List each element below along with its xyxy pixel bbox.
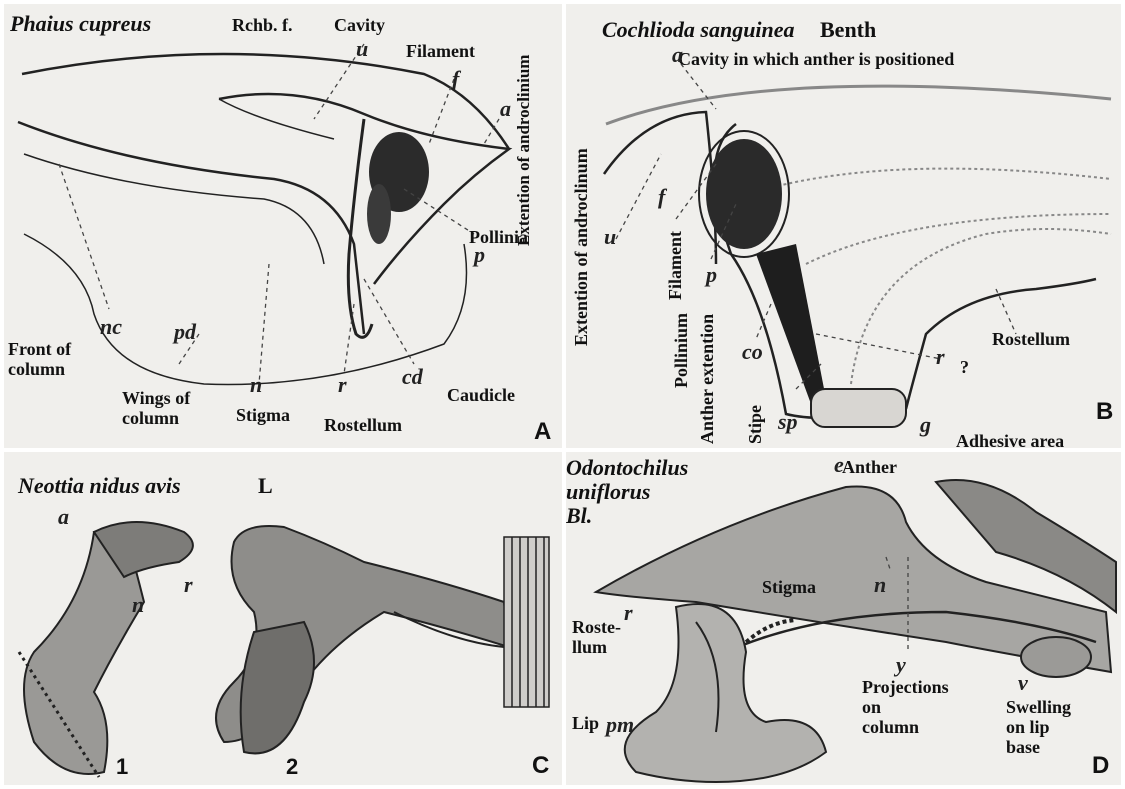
label-projections-3: column — [862, 718, 919, 737]
label-stigma-d: Stigma — [762, 578, 816, 597]
column-left-edge — [18, 122, 364, 334]
column-top-outline — [22, 54, 509, 149]
stipe-shape — [756, 244, 826, 404]
letter-r: r — [338, 372, 347, 398]
label-projections-2: on — [862, 698, 881, 717]
label-filament: Filament — [406, 42, 475, 61]
label-stipe: Stipe — [746, 405, 765, 444]
label-rostellum-d2: llum — [572, 638, 607, 657]
panel-d-letter: D — [1092, 752, 1109, 780]
panel-a-authority: Rchb. f. — [232, 16, 293, 35]
label-question: ? — [960, 358, 969, 377]
letter-d-r: r — [624, 600, 633, 626]
panel-a-species: Phaius cupreus — [10, 12, 151, 36]
label-rostellum-b: Rostellum — [992, 330, 1070, 349]
letter-b-co: co — [742, 339, 763, 365]
letter-a: a — [500, 96, 511, 122]
pollinium-mass — [706, 139, 782, 249]
panel-d-species-2: uniflorus — [566, 480, 650, 504]
label-caudicle: Caudicle — [447, 386, 515, 405]
odontochilus-lip — [625, 604, 826, 782]
panel-b-species: Cochlioda sanguinea — [602, 18, 795, 42]
label-front-column: column — [8, 360, 65, 379]
label-adhesive-area: Adhesive area — [956, 432, 1064, 448]
letter-d-y: y — [896, 652, 906, 678]
label-lip: Lip — [572, 714, 599, 733]
letter-pd: pd — [174, 319, 196, 345]
column-outline-top — [606, 86, 1111, 124]
label-stigma: Stigma — [236, 406, 290, 425]
letter-f: f — [452, 66, 459, 92]
letter-p: p — [474, 242, 485, 268]
neottia-fig1 — [19, 522, 193, 777]
label-extention-androclinium: Extention of androclinium — [514, 46, 533, 246]
panel-a-letter: A — [534, 418, 551, 446]
letter-c-n: n — [132, 592, 144, 618]
letter-b-sp: sp — [778, 409, 798, 435]
panel-a: Phaius cupreus Rchb. f. Cavity Filament … — [4, 4, 562, 448]
panel-c-species: Neottia nidus avis — [18, 474, 181, 498]
letter-c-r: r — [184, 572, 193, 598]
letter-d-n: n — [874, 572, 886, 598]
label-rostellum: Rostellum — [324, 416, 402, 435]
letter-d-e: e — [834, 452, 844, 478]
label-filament-b: Filament — [666, 231, 685, 300]
panel-b: Cochlioda sanguinea Benth Cavity in whic… — [566, 4, 1121, 448]
letter-d-pm: pm — [606, 712, 634, 738]
adhesive-disc — [811, 389, 906, 427]
label-swelling-2: on lip — [1006, 718, 1050, 737]
panel-c-letter: C — [532, 752, 549, 780]
letter-b-u: u — [604, 224, 616, 250]
panel-b-letter: B — [1096, 398, 1113, 426]
label-extention-androclinum: Extention of androclinum — [572, 148, 591, 346]
letter-d-v: v — [1018, 670, 1028, 696]
letter-b-p: p — [706, 262, 717, 288]
letter-b-f: f — [658, 184, 665, 210]
panel-c: Neottia nidus avis L a r n 1 2 C — [4, 452, 562, 785]
label-cavity: Cavity — [334, 16, 385, 35]
label-front-of: Front of — [8, 340, 71, 359]
stem-section — [504, 537, 549, 707]
panel-b-authority: Benth — [820, 18, 876, 42]
panel-b-drawing — [566, 4, 1121, 448]
letter-b-a: a — [672, 42, 683, 68]
fig-2-number: 2 — [286, 754, 298, 780]
panel-d: Odontochilus uniflorus Bl. Anther Stigma… — [566, 452, 1121, 785]
label-swelling-3: base — [1006, 738, 1040, 757]
label-projections-1: Projections — [862, 678, 949, 697]
letter-b-g: g — [920, 412, 931, 438]
label-pollinium: Pollinium — [672, 313, 691, 388]
letter-c-a: a — [58, 504, 69, 530]
panel-c-authority: L — [258, 474, 273, 498]
panel-a-drawing — [4, 4, 562, 448]
odontochilus-column — [596, 480, 1116, 677]
label-cavity-anther: Cavity in which anther is positioned — [678, 50, 954, 69]
label-rostellum-d1: Roste- — [572, 618, 621, 637]
letter-n: n — [250, 372, 262, 398]
lip-base-swelling — [1021, 637, 1091, 677]
fig-1-number: 1 — [116, 754, 128, 780]
label-wings-column: column — [122, 409, 179, 428]
label-anther-extention: Anther extention — [698, 314, 717, 444]
panel-c-drawing — [4, 452, 562, 785]
letter-u: u — [356, 36, 368, 62]
label-swelling-1: Swelling — [1006, 698, 1071, 717]
letter-b-r: r — [936, 344, 945, 370]
letter-nc: nc — [100, 314, 122, 340]
neottia-fig2 — [216, 526, 509, 753]
panel-d-species-3: Bl. — [566, 504, 592, 528]
label-anther: Anther — [842, 458, 897, 477]
label-wings-of: Wings of — [122, 389, 190, 408]
letter-cd: cd — [402, 364, 423, 390]
panel-d-species-1: Odontochilus — [566, 456, 688, 480]
